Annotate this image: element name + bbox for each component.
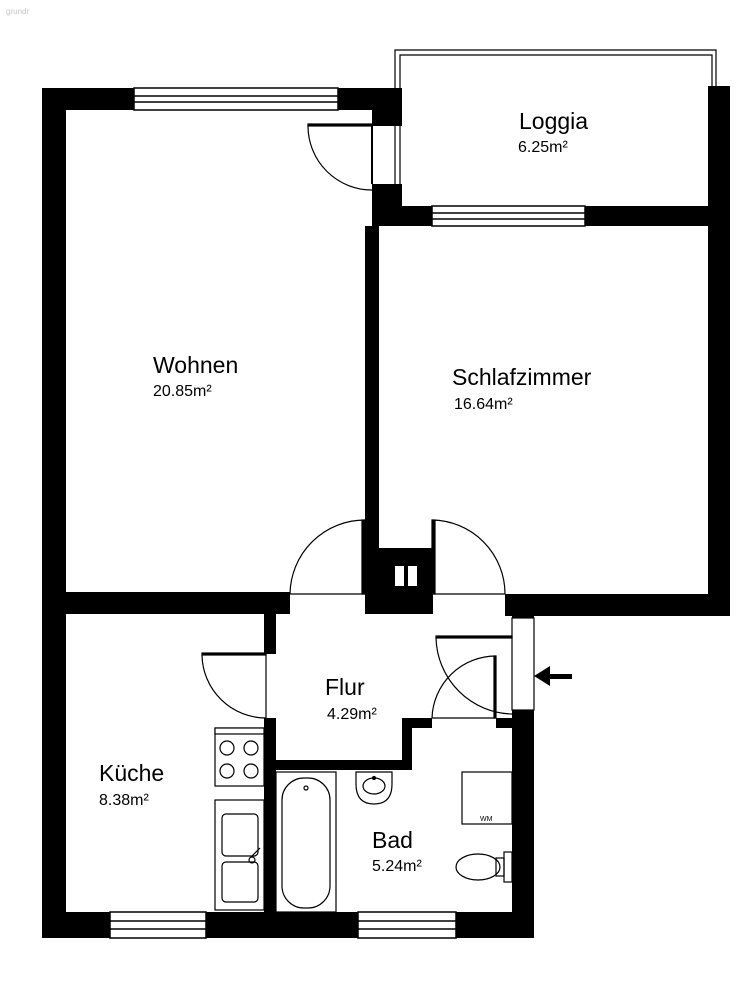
room-name-flur: Flur xyxy=(325,674,365,700)
toilet-icon xyxy=(455,851,513,883)
wall-flur-bad-step xyxy=(402,726,412,770)
room-kueche: Küche 8.38m² xyxy=(99,760,164,809)
wall-entry-right xyxy=(512,710,534,938)
window-wohnen xyxy=(133,87,339,111)
room-schlafzimmer: Schlafzimmer 16.64m² xyxy=(452,364,592,413)
window-kueche xyxy=(109,911,207,939)
wall-kueche-flur-top xyxy=(264,614,276,654)
wall-bottom-3 xyxy=(456,912,534,938)
door-wohnen xyxy=(289,519,366,595)
room-name-kueche: Küche xyxy=(99,760,164,786)
kitchen-sink-icon xyxy=(214,799,265,911)
wall-wohnen-schlaf xyxy=(365,226,379,610)
room-name-schlafzimmer: Schlafzimmer xyxy=(452,364,592,390)
shaft-vents xyxy=(395,566,417,586)
door-schlafzimmer xyxy=(431,519,506,595)
wall-loggia-bottom-left xyxy=(372,206,432,226)
doors xyxy=(201,123,535,719)
wall-right xyxy=(708,86,730,616)
windows xyxy=(109,87,586,939)
room-loggia: Loggia 6.25m² xyxy=(518,108,588,156)
room-area-kueche: 8.38m² xyxy=(99,792,149,809)
wall-loggia-bottom-right xyxy=(585,206,730,226)
room-area-loggia: 6.25m² xyxy=(518,139,568,156)
window-bad xyxy=(357,911,457,939)
room-area-bad: 5.24m² xyxy=(372,858,422,875)
wall-flur-bad-mid xyxy=(402,718,432,728)
window-schlafzimmer xyxy=(431,205,586,227)
room-wohnen: Wohnen 20.85m² xyxy=(153,352,238,400)
washbasin-icon xyxy=(355,771,393,805)
stove-icon xyxy=(214,727,265,787)
washing-machine-label: WM xyxy=(480,816,493,823)
room-area-schlafzimmer: 16.64m² xyxy=(454,396,513,413)
washing-machine-icon: WM xyxy=(461,771,513,825)
door-entry xyxy=(435,617,535,715)
wall-flur-bad-left xyxy=(264,760,410,770)
bathtub-icon xyxy=(275,771,337,913)
wall-loggia-left-top xyxy=(372,88,402,126)
room-bad: Bad 5.24m² xyxy=(372,827,422,875)
walls xyxy=(42,86,730,938)
wall-top-left xyxy=(42,88,134,110)
watermark-text: www.grundriss.com xyxy=(44,791,63,939)
wall-kueche-flur-bottom xyxy=(264,718,276,928)
wall-bottom-2 xyxy=(206,912,358,938)
entrance-arrow-icon xyxy=(534,666,572,686)
wall-bottom-1 xyxy=(42,912,110,938)
wall-mid-bottom xyxy=(365,592,433,614)
loggia-railing xyxy=(394,49,717,206)
room-area-flur: 4.29m² xyxy=(327,706,377,723)
faint-logo-text: grundr xyxy=(6,7,29,16)
room-name-loggia: Loggia xyxy=(519,108,588,134)
wall-schlaf-bottom xyxy=(505,594,730,616)
room-area-wohnen: 20.85m² xyxy=(153,383,212,400)
room-name-bad: Bad xyxy=(372,827,413,853)
wall-entry-top xyxy=(512,594,534,618)
wall-wohnen-bottom xyxy=(42,592,290,614)
wall-left xyxy=(42,88,66,928)
room-name-wohnen: Wohnen xyxy=(153,352,238,378)
wall-flur-bad-right xyxy=(496,718,534,728)
door-bad xyxy=(431,655,497,719)
door-loggia xyxy=(307,123,373,191)
room-flur: Flur 4.29m² xyxy=(325,674,377,723)
door-kueche xyxy=(201,652,267,719)
